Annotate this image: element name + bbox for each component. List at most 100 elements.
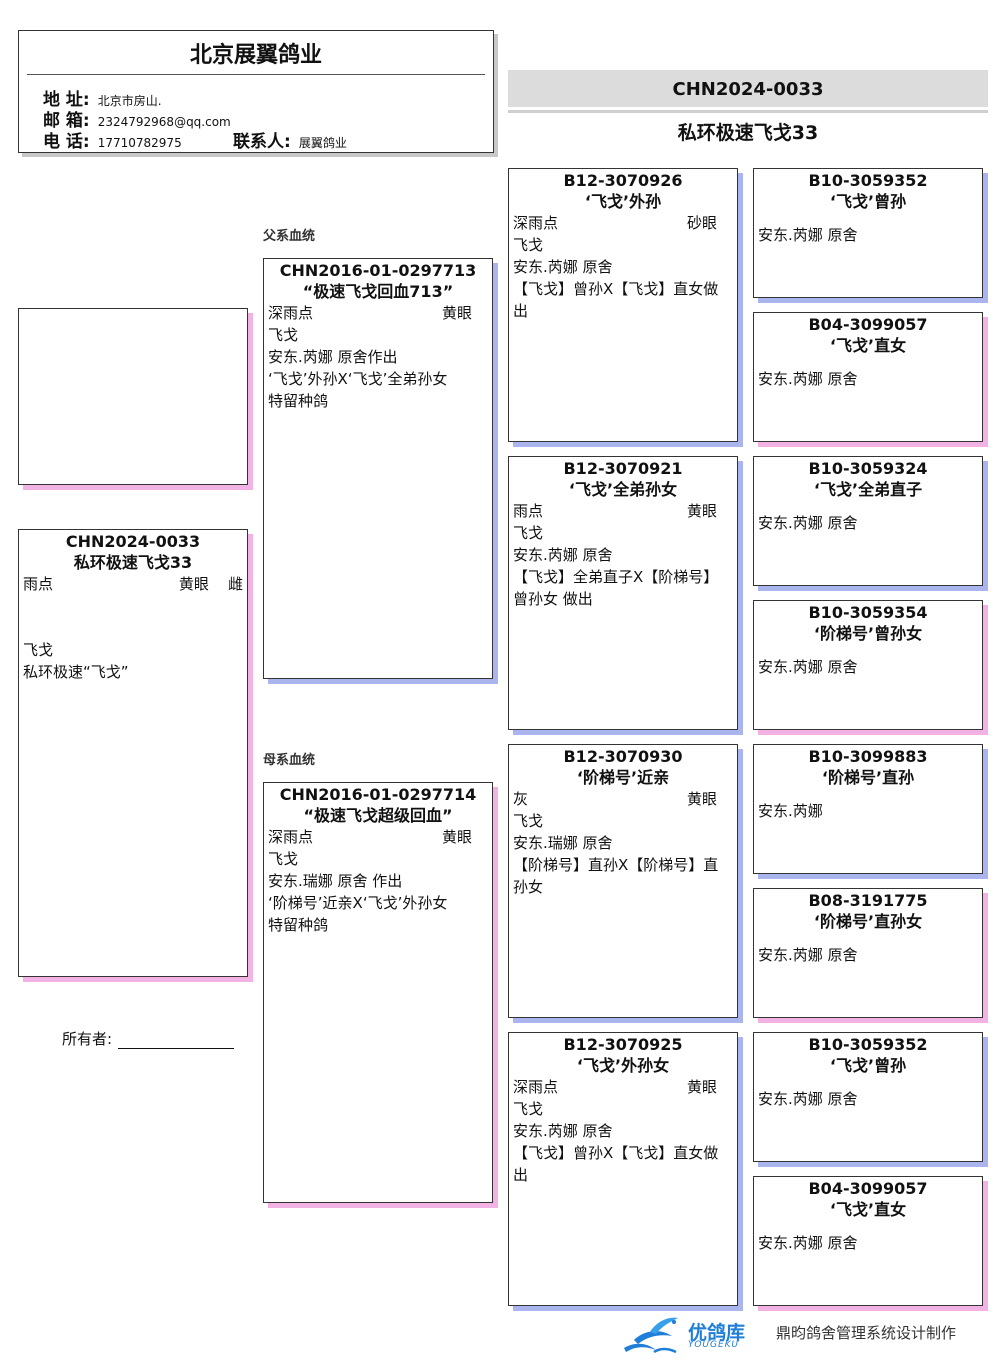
ggp-line: 安东.芮娜 原舍: [758, 370, 858, 388]
phone-label: 电 话:: [43, 132, 90, 152]
ggp-card-4: B10-3059354 ‘阶梯号’曾孙女 安东.芮娜 原舍: [753, 600, 983, 730]
header-divider: [27, 74, 485, 75]
gp-color: 灰: [513, 790, 529, 808]
gp-line: 飞戈: [513, 524, 544, 542]
gp-eye: 黄眼: [686, 790, 717, 808]
ggp-name: ‘飞戈’全弟直子: [813, 480, 923, 499]
dam-section-label: 母系血统: [263, 753, 316, 768]
gp-line: 安东.芮娜 原舍: [513, 546, 613, 564]
ggp-ring: B10-3059352: [808, 1035, 928, 1054]
subject-color: 雨点: [23, 575, 54, 593]
dam-ring: CHN2016-01-0297714: [279, 785, 477, 804]
ggp-line: 安东.芮娜 原舍: [758, 226, 858, 244]
gp-traits: 深雨点 砂眼: [513, 212, 733, 234]
gp-line: 【飞戈】全弟直子X【阶梯号】曾孙女 做出: [513, 568, 719, 608]
brand-subtitle: YOUGEKU: [688, 1340, 740, 1350]
gp-ring: B12-3070926: [563, 171, 683, 190]
dam-card: CHN2016-01-0297714 “极速飞戈超级回血” 深雨点 黄眼 飞戈 …: [263, 782, 493, 1203]
address-value: 北京市房山.: [97, 94, 162, 108]
gp-name: ‘飞戈’全弟孙女: [568, 480, 678, 499]
ggp-card-3: B10-3059324 ‘飞戈’全弟直子 安东.芮娜 原舍: [753, 456, 983, 586]
email-line: 邮 箱:2324792968@qq.com: [43, 106, 231, 131]
brand-name: 优鸽库: [688, 1322, 746, 1344]
subject-traits: 雨点 黄眼 雌: [23, 573, 243, 595]
subject-ring-banner: CHN2024-0033: [508, 70, 988, 110]
dam-name: “极速飞戈超级回血”: [303, 806, 453, 825]
phone-line: 电 话:17710782975: [43, 127, 182, 152]
ggp-name: ‘飞戈’曾孙: [829, 1056, 907, 1075]
ggp-name: ‘阶梯号’直孙女: [813, 912, 923, 931]
ggp-name: ‘阶梯号’曾孙女: [813, 624, 923, 643]
gp-color: 深雨点: [513, 1078, 559, 1096]
dam-color: 深雨点: [268, 828, 314, 846]
granddam-maternal-card: B12-3070925 ‘飞戈’外孙女 深雨点 黄眼 飞戈 安东.芮娜 原舍 【…: [508, 1032, 738, 1306]
gp-ring: B12-3070930: [563, 747, 683, 766]
dam-line: 安东.瑞娜 原舍 作出: [268, 872, 403, 890]
subject-name: 私环极速飞戈33: [73, 553, 193, 572]
sire-line: 飞戈: [268, 326, 299, 344]
sire-card: CHN2016-01-0297713 “极速飞戈回血713” 深雨点 黄眼 飞戈…: [263, 258, 493, 679]
ggp-line: 安东.芮娜 原舍: [758, 1234, 858, 1252]
gp-line: 飞戈: [513, 1100, 544, 1118]
gp-eye: 黄眼: [686, 1078, 717, 1096]
contact-label: 联系人:: [233, 132, 291, 152]
gp-name: ‘阶梯号’近亲: [576, 768, 670, 787]
dam-line: 飞戈: [268, 850, 299, 868]
footer-branding: 优鸽库 YOUGEKU 鼎昀鸽舍管理系统设计制作: [620, 1312, 990, 1356]
gp-traits: 深雨点 黄眼: [513, 1076, 733, 1098]
subject-eye-sex: 黄眼 雌: [179, 573, 243, 595]
loft-name: 北京展翼鸽业: [189, 43, 322, 68]
gp-line: 安东.芮娜 原舍: [513, 1122, 613, 1140]
ggp-name: ‘阶梯号’直孙: [821, 768, 915, 787]
contact-value: 展翼鸽业: [298, 136, 347, 150]
subject-sex: 雌: [227, 575, 243, 593]
subject-note: 私环极速“飞戈”: [23, 663, 129, 681]
ggp-line: 安东.芮娜 原舍: [758, 658, 858, 676]
ggp-ring: B04-3099057: [808, 1179, 928, 1198]
subject-card: CHN2024-0033 私环极速飞戈33 雨点 黄眼 雌 飞戈 私环极速“飞戈…: [18, 529, 248, 977]
wave-bird-logo-icon: [624, 1317, 678, 1354]
subject-line: 飞戈: [23, 641, 54, 659]
grandsire-paternal-card: B12-3070926 ‘飞戈’外孙 深雨点 砂眼 飞戈 安东.芮娜 原舍 【飞…: [508, 168, 738, 442]
ggp-line: 安东.芮娜 原舍: [758, 514, 858, 532]
gp-line: 【飞戈】曾孙X【飞戈】直女做出: [513, 280, 719, 320]
sire-eye: 黄眼: [441, 304, 472, 322]
loft-header: 北京展翼鸽业 地 址:北京市房山. 邮 箱:2324792968@qq.com …: [18, 30, 494, 153]
gp-name: ‘飞戈’外孙: [584, 192, 662, 211]
gp-color: 深雨点: [513, 214, 559, 232]
owner-label: 所有者:: [62, 1030, 113, 1048]
ggp-card-1: B10-3059352 ‘飞戈’曾孙 安东.芮娜 原舍: [753, 168, 983, 298]
ggp-name: ‘飞戈’直女: [829, 336, 907, 355]
gp-ring: B12-3070921: [563, 459, 683, 478]
email-value: 2324792968@qq.com: [97, 115, 231, 129]
ggp-card-2: B04-3099057 ‘飞戈’直女 安东.芮娜 原舍: [753, 312, 983, 442]
sire-line: 安东.芮娜 原舍作出: [268, 348, 398, 366]
sire-line: 特留种鸽: [268, 392, 329, 410]
gp-line: 安东.瑞娜 原舍: [513, 834, 613, 852]
sire-traits: 深雨点 黄眼: [268, 302, 488, 324]
ggp-card-6: B08-3191775 ‘阶梯号’直孙女 安东.芮娜 原舍: [753, 888, 983, 1018]
ggp-ring: B10-3059354: [808, 603, 928, 622]
gp-traits: 灰 黄眼: [513, 788, 733, 810]
gp-color: 雨点: [513, 502, 544, 520]
address-label: 地 址:: [43, 90, 90, 110]
ggp-ring: B04-3099057: [808, 315, 928, 334]
ggp-line: 安东.芮娜 原舍: [758, 946, 858, 964]
ggp-ring: B10-3099883: [808, 747, 928, 766]
sire-section-label: 父系血统: [263, 229, 316, 244]
address-line: 地 址: 北京市房山.: [43, 85, 162, 110]
dam-eye: 黄眼: [441, 828, 472, 846]
subject-eye: 黄眼: [178, 575, 209, 593]
sire-name: “极速飞戈回血713”: [302, 282, 454, 301]
gp-line: 【飞戈】曾孙X【飞戈】直女做出: [513, 1144, 719, 1184]
ggp-card-8: B04-3099057 ‘飞戈’直女 安东.芮娜 原舍: [753, 1176, 983, 1306]
gp-ring: B12-3070925: [563, 1035, 683, 1054]
grandsire-maternal-card: B12-3070930 ‘阶梯号’近亲 灰 黄眼 飞戈 安东.瑞娜 原舍 【阶梯…: [508, 744, 738, 1018]
ggp-line: 安东.芮娜 原舍: [758, 1090, 858, 1108]
ggp-name: ‘飞戈’曾孙: [829, 192, 907, 211]
gp-line: 飞戈: [513, 812, 544, 830]
owner-underline: [118, 1032, 235, 1049]
ggp-card-5: B10-3099883 ‘阶梯号’直孙 安东.芮娜: [753, 744, 983, 874]
sire-line: ‘飞戈’外孙X‘飞戈’全弟孙女: [268, 370, 448, 388]
ggp-card-7: B10-3059352 ‘飞戈’曾孙 安东.芮娜 原舍: [753, 1032, 983, 1162]
